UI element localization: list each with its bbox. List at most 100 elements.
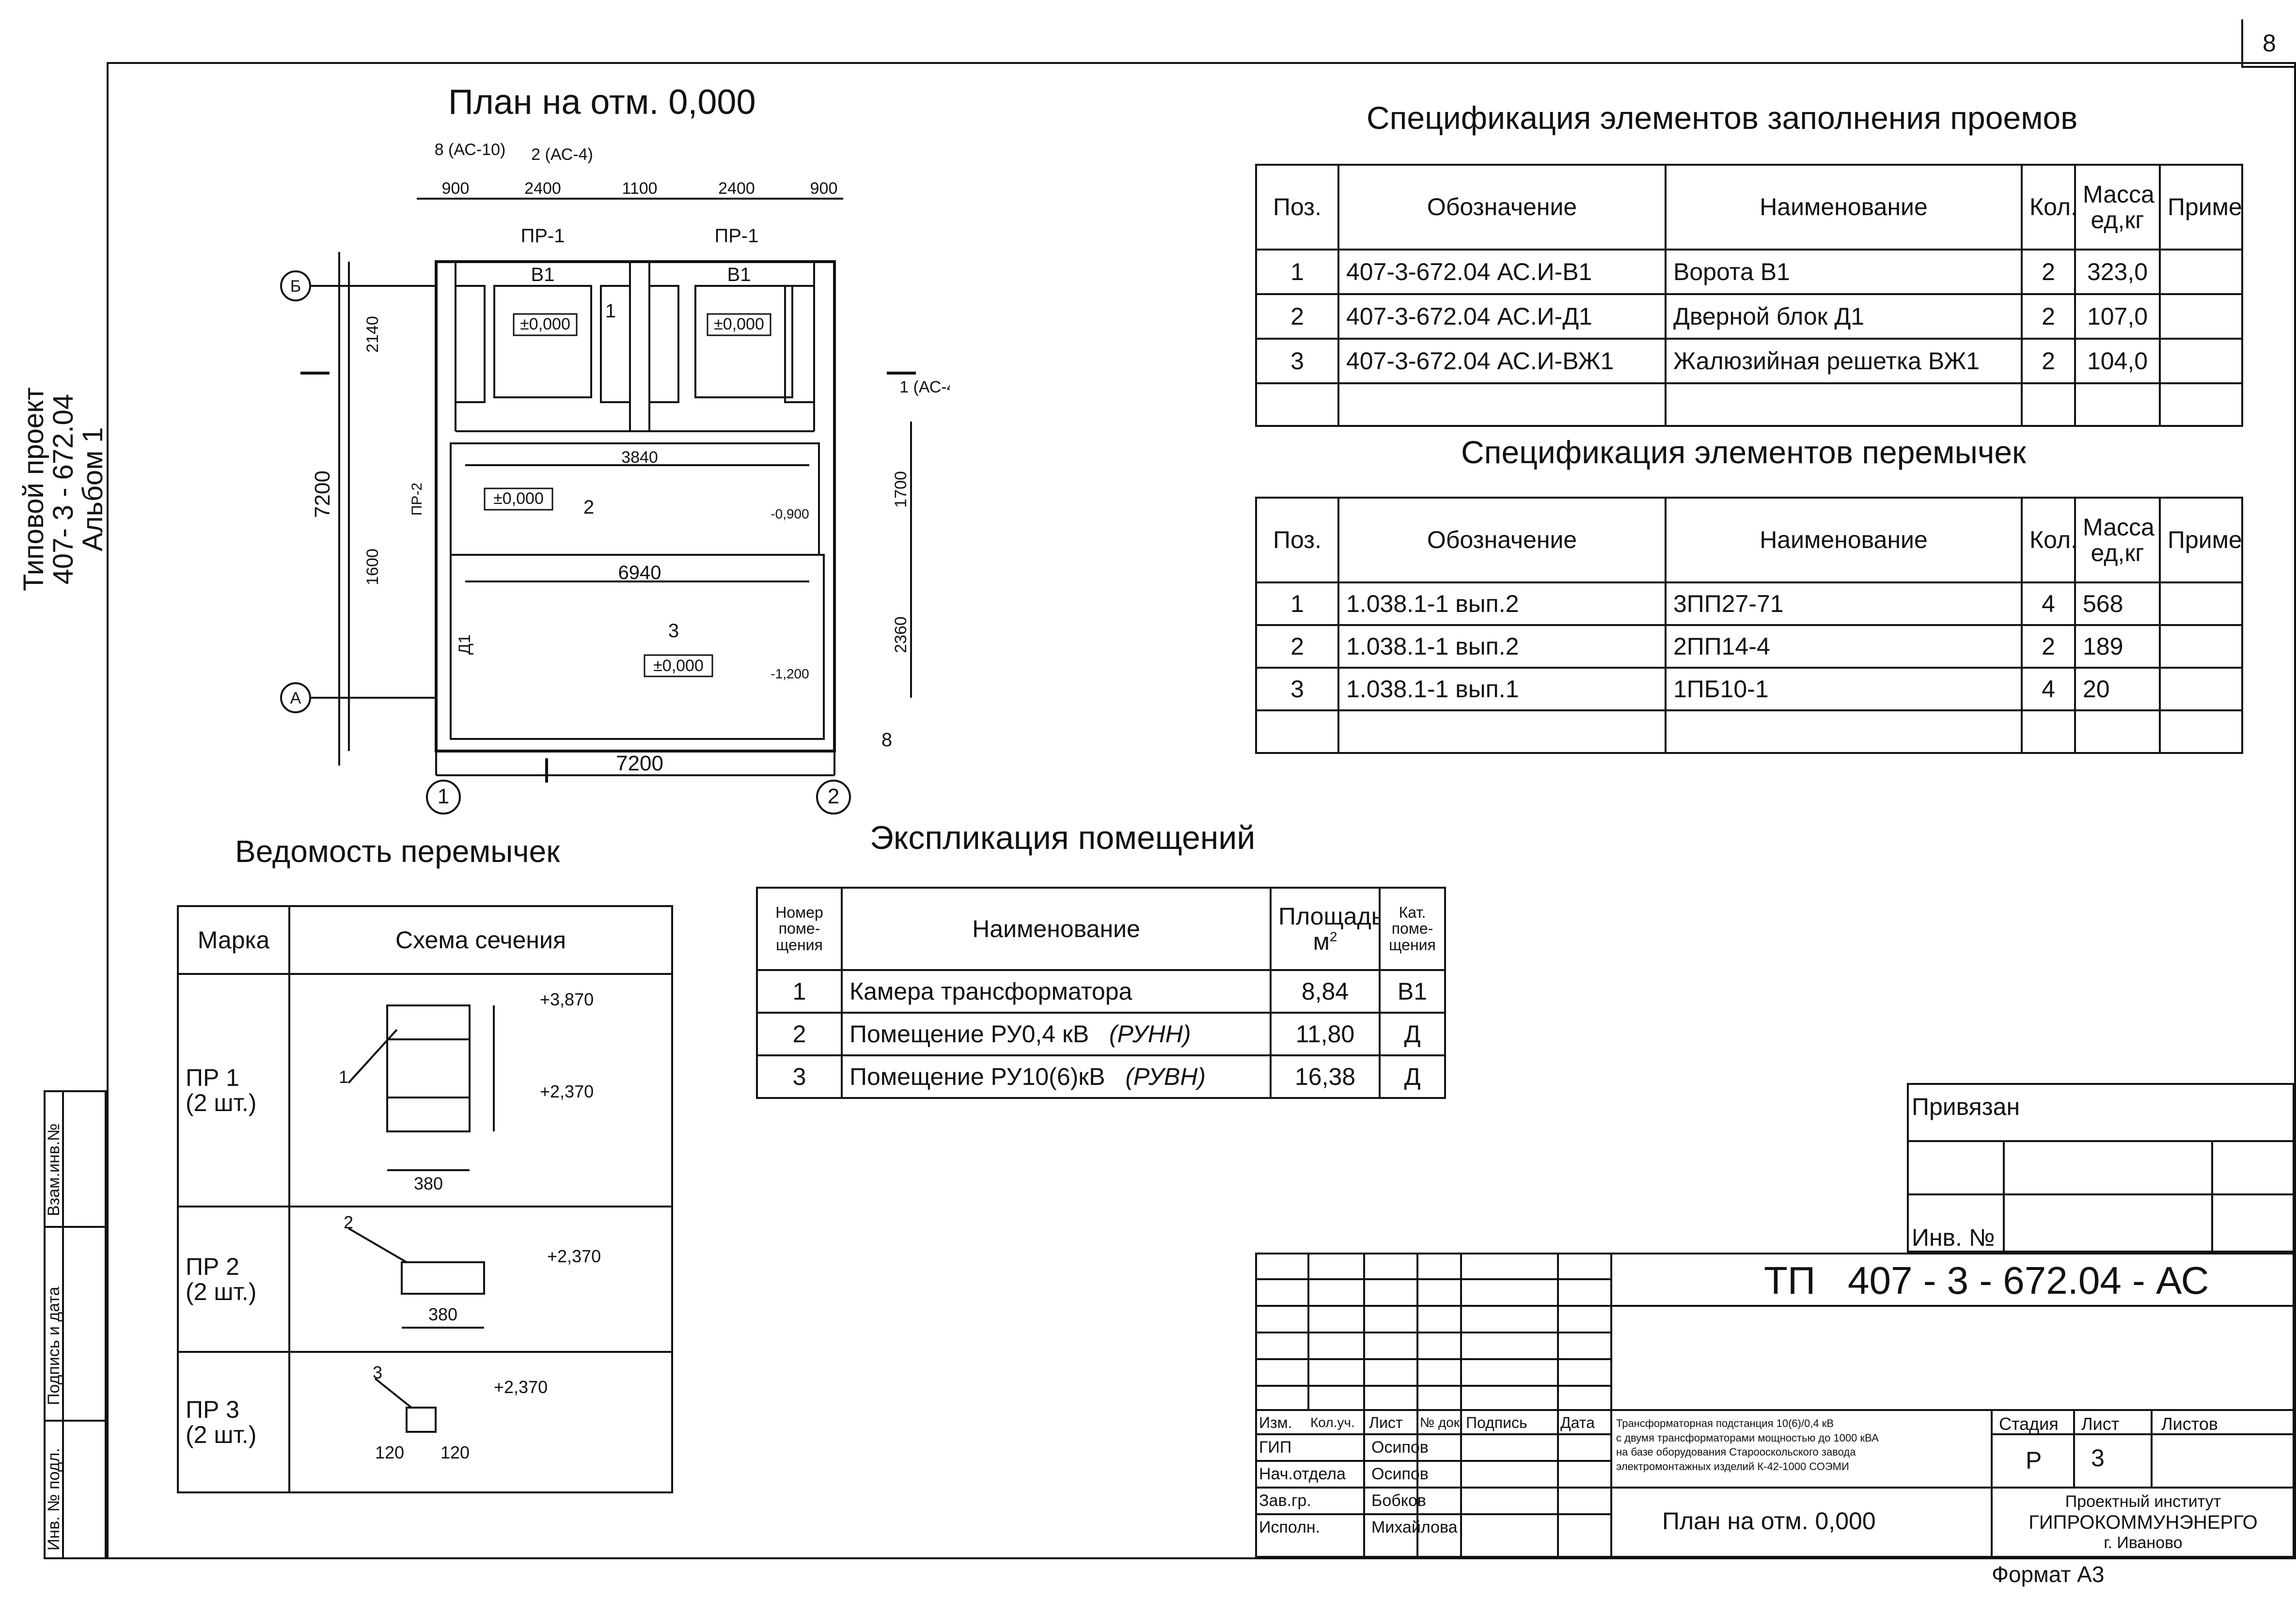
side-title-line2: 407- 3 - 672.04 <box>47 393 79 585</box>
tb-col-date: Дата <box>1560 1414 1595 1431</box>
tb-role-3: Зав.гр. <box>1259 1491 1311 1510</box>
lintel-1-pos: 1 <box>339 1067 348 1087</box>
col-name: Наименование <box>1665 497 2023 583</box>
tb-col-sign: Подпись <box>1466 1414 1527 1431</box>
spec-openings-title: Спецификация элементов заполнения проемо… <box>1367 100 2078 136</box>
lintel-qty-3: (2 шт.) <box>186 1421 257 1448</box>
lintel-2-top: +2,370 <box>547 1246 601 1266</box>
side-stamp: Взам.инв.№ Подпись и дата Инв. № подл. <box>44 1090 107 1559</box>
dim-left-1600: 1600 <box>363 549 382 585</box>
floor-plan: Б А 1 2 8 (АС-10) 2 (АС-4) 1 (АС-4) 900 … <box>280 141 950 815</box>
col-scheme: Схема сечения <box>288 905 673 975</box>
privyazan-block: Привязан Инв. № <box>1907 1083 2295 1253</box>
rooms-table: Номер поме- щения Наименование Площадь м… <box>756 887 1446 1099</box>
col-mass: Масса ед,кг <box>2074 497 2161 583</box>
tb-name-3: Бобков <box>1371 1491 1426 1510</box>
col-room-cat: Кат. поме- щения <box>1379 887 1446 971</box>
label-v1-b: В1 <box>727 264 751 285</box>
spec-openings-table: Поз. Обозначение Наименование Кол. Масса… <box>1255 164 2243 427</box>
col-room-area: Площадь м2 <box>1270 887 1381 971</box>
col-qty: Кол. <box>2021 497 2076 583</box>
tb-col-izm: Изм. <box>1259 1414 1292 1431</box>
privyazan-inv: Инв. № <box>1912 1224 1995 1251</box>
tb-sheets-label: Листов <box>2161 1414 2218 1434</box>
dim-top-4: 2400 <box>718 179 755 198</box>
label-pr1-b: ПР-1 <box>715 225 759 247</box>
level-m09: -0,900 <box>771 506 809 521</box>
node-8: 8 <box>881 729 892 751</box>
dim-right-1700: 1700 <box>892 471 910 508</box>
lintel-section-3: 3 +2,370 120 120 <box>373 1363 548 1462</box>
tb-col-kolch: Кол.уч. <box>1310 1415 1355 1430</box>
level-cell2: ±0,000 <box>714 315 764 333</box>
level-cell1: ±0,000 <box>520 315 570 333</box>
tb-sheet: 3 <box>2091 1444 2105 1472</box>
side-title-line1: Типовой проект <box>18 387 49 591</box>
tb-col-doc: № док. <box>1420 1415 1463 1430</box>
table-row: 1 Камера трансформатора 8,84 В1 <box>756 969 1446 1014</box>
col-name: Наименование <box>1665 164 2023 251</box>
col-note: Примеч. <box>2159 497 2243 583</box>
room-1-num: 1 <box>605 300 616 322</box>
level-m12: -1,200 <box>771 666 809 681</box>
dim-left-2140: 2140 <box>363 316 382 353</box>
stamp-podpis: Подпись и дата <box>45 1286 63 1405</box>
tb-stage: Р <box>2026 1447 2042 1474</box>
ref-ac4: 2 (АС-4) <box>531 145 593 164</box>
col-mark: Марка <box>177 905 290 975</box>
lintel-2-w: 380 <box>428 1304 457 1324</box>
spec-lintels-table: Поз. Обозначение Наименование Кол. Масса… <box>1255 497 2243 754</box>
table-row: ПР 2 (2 шт.) 2 +2,370 380 <box>177 1206 673 1353</box>
label-v1-a: В1 <box>531 264 555 285</box>
lintel-1-bot: +2,370 <box>540 1082 594 1101</box>
label-d1: Д1 <box>456 634 474 655</box>
drawing-code: ТП 407 - 3 - 672.04 - АС <box>1764 1259 2209 1302</box>
lintel-3-top: +2,370 <box>494 1377 548 1397</box>
rooms-title: Экспликация помещений <box>870 819 1256 856</box>
lintel-qty-1: (2 шт.) <box>186 1089 257 1116</box>
col-pos: Поз. <box>1255 497 1339 583</box>
ref-ac10: 8 (АС-10) <box>435 141 506 159</box>
tb-sheet-label: Лист <box>2081 1414 2120 1434</box>
dim-room3-6940: 6940 <box>618 562 661 583</box>
table-row: ПР 1 (2 шт.) 1 +3,870 +2,370 380 <box>177 973 673 1207</box>
tb-name-4: Михайлова <box>1371 1518 1458 1536</box>
table-row: ПР 3 (2 шт.) 3 +2,370 120 120 <box>177 1351 673 1493</box>
tb-drawing-name: План на отм. 0,000 <box>1662 1507 1876 1535</box>
axis-b-label: Б <box>290 277 301 296</box>
sheet-number-box: 8 <box>2241 19 2296 68</box>
privyazan-label: Привязан <box>1912 1093 2020 1120</box>
col-pos: Поз. <box>1255 164 1339 251</box>
stamp-vzam: Взам.инв.№ <box>45 1123 63 1216</box>
lintel-3-w2: 120 <box>440 1442 470 1462</box>
dim-top-2: 2400 <box>524 179 561 198</box>
room-3-num: 3 <box>668 620 679 642</box>
dim-total-left: 7200 <box>311 470 334 518</box>
tb-name-2: Осипов <box>1371 1465 1429 1483</box>
dim-top-3: 1100 <box>622 179 657 198</box>
lintel-3-w1: 120 <box>375 1442 404 1462</box>
col-room-num: Номер поме- щения <box>756 887 843 971</box>
spec-lintels-title: Спецификация элементов перемычек <box>1461 434 2026 470</box>
lintel-section-1: 1 +3,870 +2,370 380 <box>339 989 594 1193</box>
table-row: 3 Помещение РУ10(6)кВ (РУВН) 16,38 Д <box>756 1054 1446 1099</box>
dim-right-2360: 2360 <box>892 616 910 653</box>
col-mass: Масса ед,кг <box>2074 164 2161 251</box>
col-oboz: Обозначение <box>1337 497 1667 583</box>
lintel-list-table: Марка Схема сечения ПР 1 (2 шт.) 1 +3,87… <box>177 905 673 1493</box>
dim-top-1: 900 <box>442 179 470 198</box>
room-2-num: 2 <box>583 497 594 518</box>
drawing-frame <box>107 62 2296 1559</box>
lintel-3-pos: 3 <box>373 1363 382 1382</box>
axis-2-label: 2 <box>828 784 839 808</box>
col-qty: Кол. <box>2021 164 2076 251</box>
table-row: 2 Помещение РУ0,4 кВ (РУНН) 11,80 Д <box>756 1012 1446 1056</box>
label-pr1-a: ПР-1 <box>521 225 565 247</box>
dim-total-bottom: 7200 <box>616 752 663 775</box>
tb-role-2: Нач.отдела <box>1259 1465 1346 1483</box>
tb-role-4: Исполн. <box>1259 1518 1321 1536</box>
sheet-number: 8 <box>2263 30 2276 57</box>
